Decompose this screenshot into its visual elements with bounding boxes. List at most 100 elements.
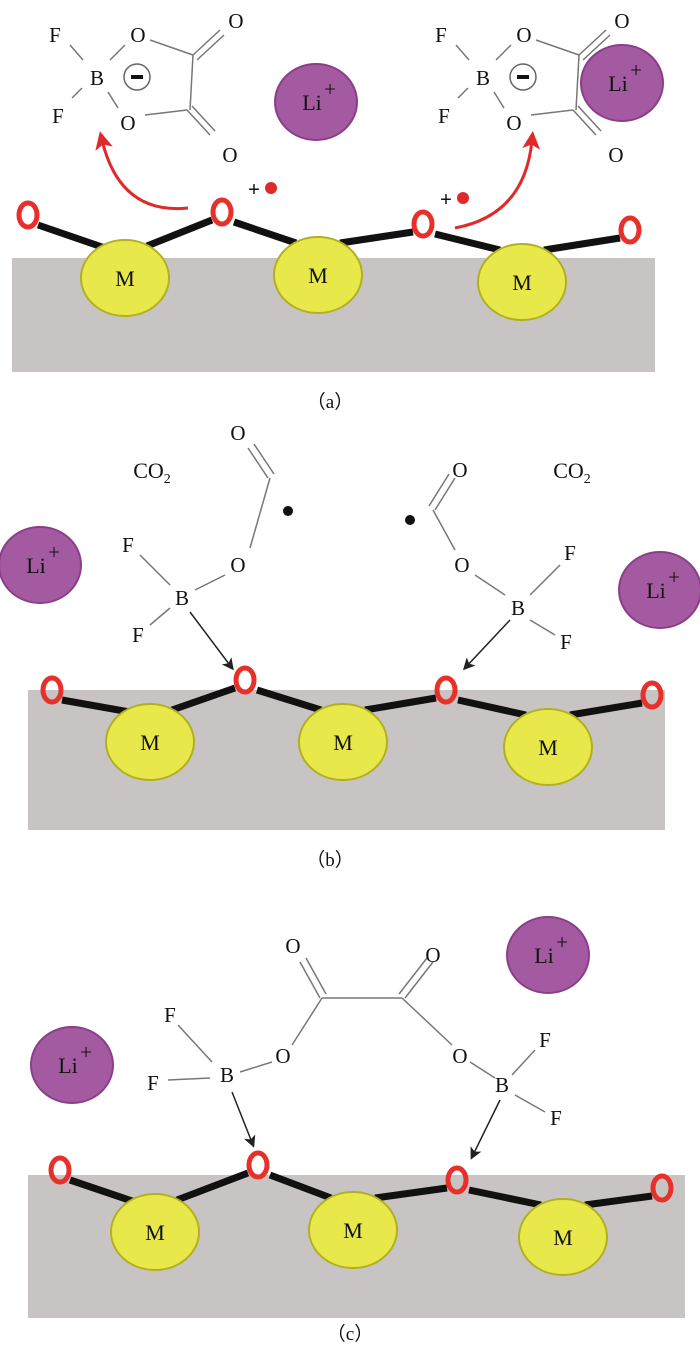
o-c-bond [530,109,574,116]
metal-oxygen-bond [145,216,214,250]
c-o-bond [401,997,453,1046]
radical-dot [457,192,469,204]
metal-oxygen-bond [468,1186,542,1209]
metal-oxygen-bond [68,1176,137,1206]
boron-label: B [511,596,525,620]
oxygen-label: O [230,421,245,445]
oxygen-label: O [506,111,521,135]
b-f-bond [529,619,556,636]
metal-label: M [115,266,135,291]
oxygen-label: O [516,23,531,47]
metal-atom [308,1191,398,1269]
c-o-double-bond [299,961,321,999]
c-o-double-bond [191,105,216,132]
o-b-bond [239,1061,273,1073]
lithium-label: Li [646,578,666,603]
b-o-bond [107,91,119,109]
lithium-charge: + [48,540,60,564]
surface-oxygen-atom [650,1173,674,1203]
radical-dot [283,506,293,516]
c-o-double-bond [192,29,221,56]
surface-oxygen-atom [445,1165,469,1195]
c-o-double-bond [196,34,225,61]
electron-transfer-arrow [454,131,541,230]
metal-oxygen-bond [36,221,107,252]
surface-oxygen-atom [233,665,257,695]
lithium-charge: + [80,1040,92,1064]
c-o-double-bond [577,105,602,132]
surface-oxygen-atom [618,215,642,245]
b-f-bond [177,1024,213,1063]
metal-label: M [553,1225,573,1250]
lithium-label: Li [302,90,322,115]
metal-oxygen-bond [175,1169,250,1204]
metal-label: M [308,263,328,288]
b-o-bond [109,44,126,61]
coordination-arrow [462,619,511,671]
oxygen-label: O [425,943,440,967]
b-f-bond [457,87,469,99]
o-c-bond [144,109,188,116]
o-c-bond [149,39,194,56]
oxygen-label: O [452,458,467,482]
metal-oxygen-bond [170,684,237,714]
radical-dot [265,182,277,194]
c-o-double-bond [305,957,327,995]
boron-label: B [220,1063,234,1087]
metal-label: M [538,735,558,760]
c-o-bond [432,509,456,551]
metal-atom [503,708,593,786]
negative-charge-circle [509,63,537,91]
metal-atom [298,703,388,781]
surface-oxygen-atom [16,200,40,230]
metal-oxygen-bond [255,686,323,714]
b-f-bond [455,44,470,61]
b-f-bond [71,87,83,99]
co2-label: CO2 [553,458,591,487]
caption-c: （c） [327,1323,373,1345]
fluorine-label: F [122,533,134,557]
fluorine-label: F [52,104,64,128]
c-o-double-bond [428,473,450,507]
lithium-charge: + [668,565,680,589]
metal-oxygen-bond [457,696,527,719]
metal-oxygen-bond [434,230,501,254]
boron-label: B [90,66,104,90]
oxygen-label: O [222,143,237,167]
lithium-charge: + [630,58,642,82]
fluorine-label: F [49,23,61,47]
metal-atom [273,236,363,314]
co2-subscript: 2 [584,472,591,487]
metal-atom [105,703,195,781]
co2-label: CO2 [133,458,171,487]
metal-oxygen-bond [61,696,131,716]
metal-oxygen-bond [364,694,437,714]
electron-transfer-arrow [95,131,189,211]
c-o-double-bond [572,109,597,136]
fluorine-label: F [560,630,572,654]
metal-label: M [140,730,160,755]
co2-text: CO [133,458,164,483]
c-o-double-bond [247,447,269,479]
radical-dot [405,515,415,525]
fluorine-label: F [438,104,450,128]
coordination-arrow [470,1099,501,1160]
fluorine-label: F [539,1028,551,1052]
lithium-ion [30,1026,114,1104]
o-b-bond [469,1061,496,1079]
metal-label: M [512,270,532,295]
c-o-double-bond [186,109,211,136]
lithium-ion [0,526,82,604]
metal-atom [110,1193,200,1271]
surface-oxygen-atom [48,1155,72,1185]
oxygen-label: O [608,143,623,167]
boron-label: B [495,1073,509,1097]
metal-oxygen-bond [268,1171,333,1202]
oxygen-label: O [452,1044,467,1068]
surface-oxygen-atom [640,680,664,710]
co2-text: CO [553,458,584,483]
surface-oxygen-atom [40,675,64,705]
lithium-charge: + [556,930,568,954]
radical-cation-plus: + [248,177,260,201]
